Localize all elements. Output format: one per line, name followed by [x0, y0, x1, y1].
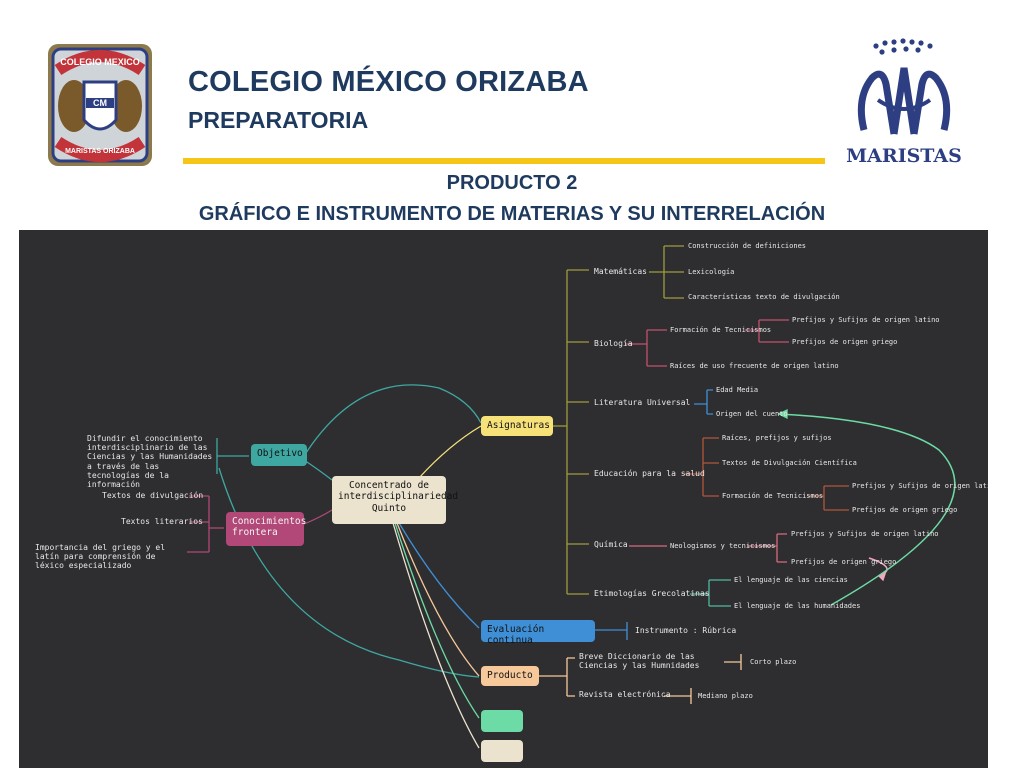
instrumento-label: Instrumento : Rúbrica — [635, 626, 737, 635]
bio-formacion: Formación de Tecnicismos — [670, 326, 772, 334]
logo-top-text: COLEGIO MEXICO — [60, 57, 140, 67]
matematicas-label: Matemáticas — [594, 267, 647, 276]
maristas-wordmark: MARISTAS — [846, 145, 962, 167]
conocimiento-item-1: Textos de divulgación — [102, 491, 204, 500]
etimologias-label: Etimologías Grecolatinas — [594, 589, 710, 598]
asignaturas-node[interactable]: Asignaturas — [481, 416, 553, 436]
quimica-label: Química — [594, 540, 628, 549]
etim-item-1: El lenguaje de las ciencias — [734, 576, 848, 584]
mat-item-3: Características texto de divulgación — [688, 293, 840, 301]
header-divider — [183, 158, 825, 164]
edu-formacion-item-2: Prefijos de origen griego — [852, 506, 958, 514]
producto-item-1: Breve Diccionario de las Ciencias y las … — [579, 652, 700, 671]
etim-item-2: El lenguaje de las humanidades — [734, 602, 861, 610]
bio-raices: Raíces de uso frecuente de origen latino — [670, 362, 839, 370]
quim-item-2: Prefijos de origen griego — [791, 558, 897, 566]
center-node[interactable]: Concentrado de interdisciplinariedad Qui… — [332, 476, 458, 524]
literatura-label: Literatura Universal — [594, 398, 691, 407]
educacion-label: Educación para la salud — [594, 469, 705, 478]
mat-item-1: Construcción de definiciones — [688, 242, 807, 250]
conocimientos-frontera-node[interactable]: Conocimientos frontera — [226, 512, 306, 546]
mindmap-board: Difundir el conocimiento interdisciplina… — [19, 230, 988, 768]
edu-formacion-item-1: Prefijos y Sufijos de origen latino — [852, 482, 988, 490]
conocimiento-item-2: Textos literarios — [121, 517, 203, 526]
logo-bottom-text: MARISTAS ORIZABA — [65, 148, 135, 155]
producto-plazo-2: Mediano plazo — [698, 692, 753, 700]
edu-item-1: Raíces, prefijos y sufijos — [722, 434, 832, 442]
maristas-logo: MARISTAS — [842, 38, 970, 172]
producto-node[interactable]: Producto — [481, 666, 539, 686]
product-heading: PRODUCTO 2 — [446, 172, 578, 194]
objetivo-node[interactable]: Objetivo — [251, 444, 307, 466]
colegio-mexico-logo: CM COLEGIO MEXICO MARISTAS ORIZABA — [44, 42, 156, 170]
empty-cream-node[interactable] — [481, 740, 523, 762]
edu-formacion: Formación de Tecnicismos — [722, 492, 824, 500]
mat-item-2: Lexicología — [688, 268, 735, 276]
bio-formacion-item-2: Prefijos de origen griego — [792, 338, 898, 346]
edu-item-2: Textos de Divulgación Científica — [722, 459, 857, 467]
page-title: COLEGIO MÉXICO ORIZABA — [188, 66, 589, 98]
objetivo-text: Difundir el conocimiento interdisciplina… — [87, 434, 213, 489]
quim-item-1: Prefijos y Sufijos de origen latino — [791, 530, 939, 538]
conocimiento-item-3: Importancia del griego y el latín para c… — [35, 543, 166, 571]
producto-item-2: Revista electrónica — [579, 690, 671, 699]
producto-plazo-1: Corto plazo — [750, 658, 797, 666]
logo-initials: CM — [93, 98, 107, 108]
product-title: GRÁFICO E INSTRUMENTO DE MATERIAS Y SU I… — [198, 203, 826, 225]
biologia-label: Biología — [594, 339, 633, 348]
evaluacion-node[interactable]: Evaluación continua — [481, 620, 595, 646]
lit-item-1: Edad Media — [716, 386, 759, 394]
empty-green-node[interactable] — [481, 710, 523, 732]
bio-formacion-item-1: Prefijos y Sufijos de origen latino — [792, 316, 940, 324]
page-subtitle: PREPARATORIA — [188, 107, 369, 133]
quim-neologismos: Neologismos y tecnicismos — [670, 542, 776, 550]
lit-item-2: Origen del cuento — [716, 410, 788, 418]
